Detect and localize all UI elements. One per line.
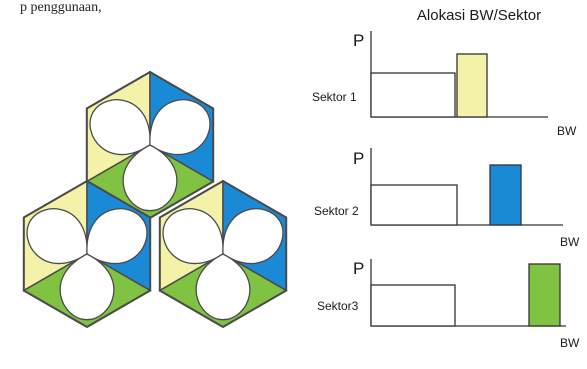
chart-title: Alokasi BW/Sektor — [417, 7, 541, 24]
shared-bandwidth-block — [370, 284, 456, 327]
p-axis-label: P — [353, 31, 364, 50]
hex-cell-bottom-left — [22, 179, 152, 329]
sector-label: Sektor 2 — [314, 204, 359, 218]
lobe-bottom — [59, 253, 115, 321]
lobe-bottom — [122, 144, 178, 212]
bw-axis-label: BW — [557, 124, 577, 138]
bw-axis-label: BW — [560, 336, 580, 350]
lobe-right — [149, 99, 211, 156]
top-caption: p penggunaan, — [20, 0, 102, 15]
lobe-right — [222, 208, 284, 265]
bw-axis-label: BW — [560, 235, 580, 249]
lobe-right — [86, 208, 148, 265]
shared-bandwidth-block — [370, 72, 456, 118]
sector-3-bandwidth-bar — [528, 263, 561, 327]
shared-bandwidth-block — [370, 184, 458, 226]
p-axis-label: P — [353, 149, 364, 168]
lobe-left — [26, 208, 88, 265]
sector-2-bandwidth-bar — [489, 164, 522, 226]
p-axis-label: P — [353, 259, 364, 278]
panel-sector-3: P Sektor3 BW — [317, 259, 580, 350]
panel-sector-2: P Sektor 2 BW — [314, 148, 580, 249]
lobe-bottom — [195, 253, 251, 321]
panel-sector-1: P Sektor 1 BW — [312, 31, 577, 138]
lobe-left — [89, 99, 151, 156]
sector-label: Sektor3 — [317, 299, 359, 313]
hex-outline — [158, 179, 288, 329]
hex-cell-bottom-right — [158, 179, 288, 329]
lobe-left — [162, 208, 224, 265]
sector-label: Sektor 1 — [312, 90, 357, 104]
hex-outline — [22, 179, 152, 329]
hexagon-cells — [22, 70, 288, 329]
sector-1-bandwidth-bar — [456, 53, 488, 118]
